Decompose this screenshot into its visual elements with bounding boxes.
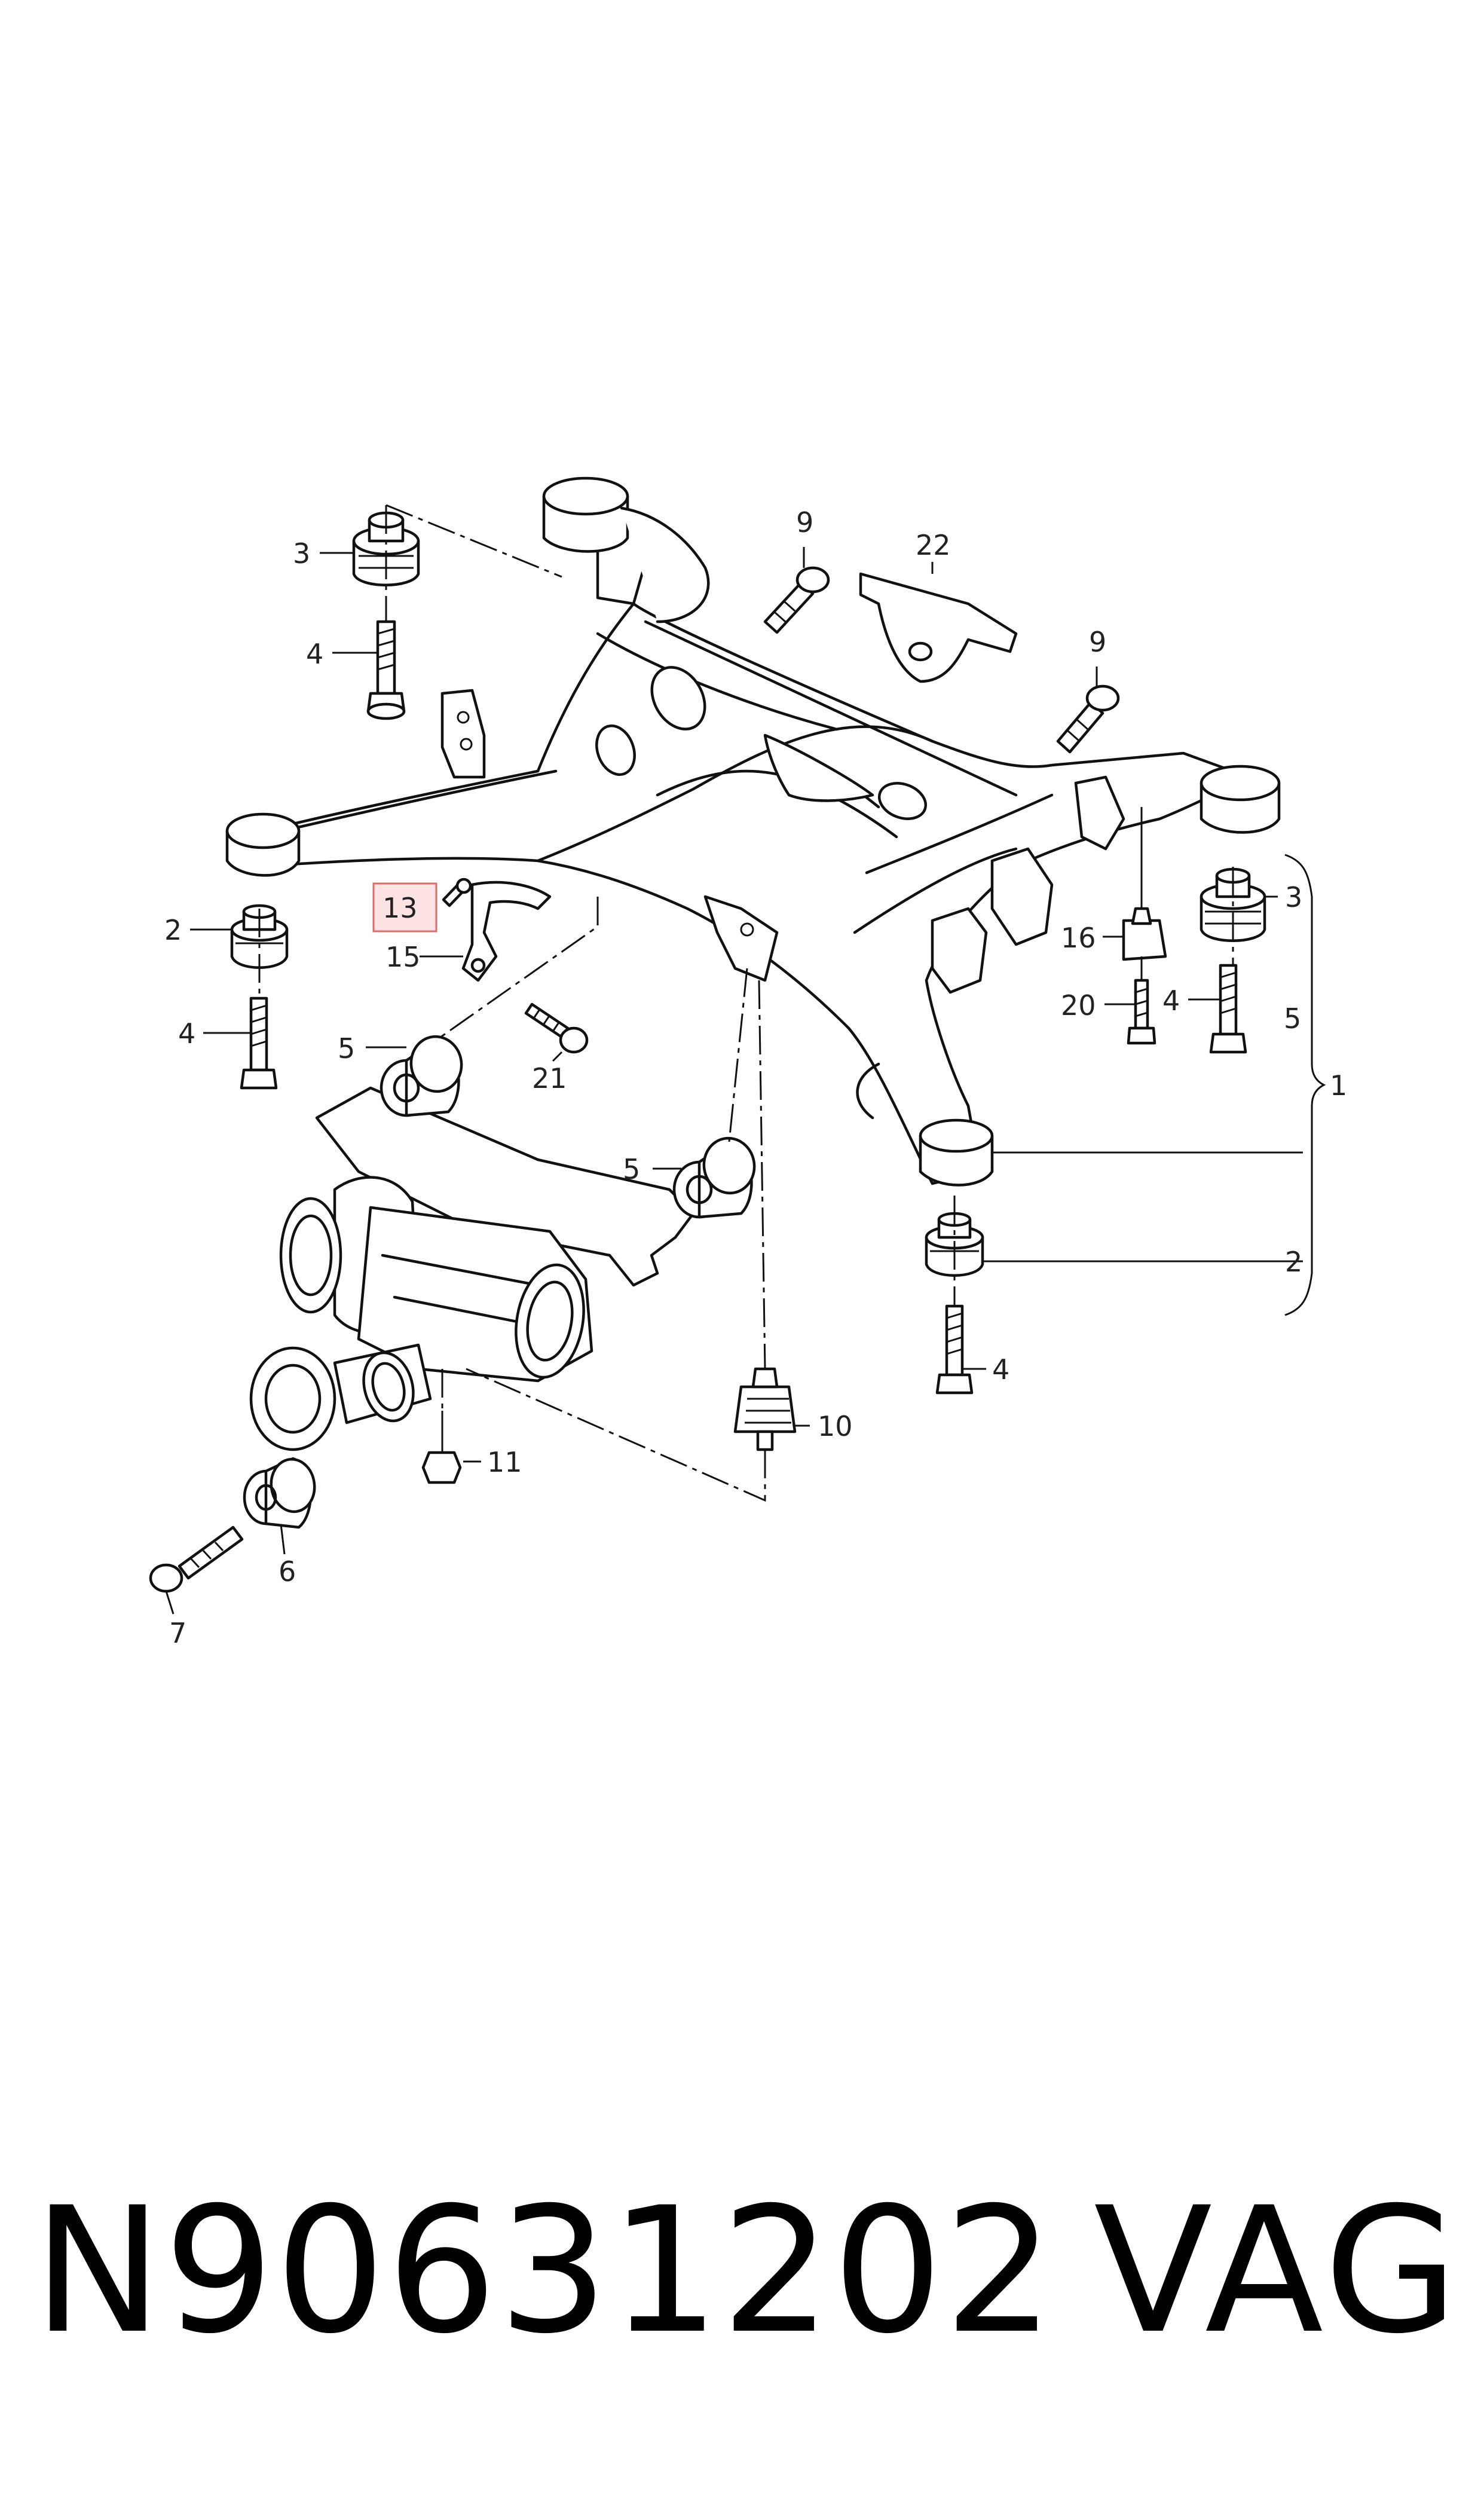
callout-4: 4	[178, 1017, 195, 1050]
callout-6: 6	[279, 1555, 296, 1588]
part-number: N90631202	[33, 2170, 1055, 2372]
callout-labels: 3 4 2 4 5 5 6 7 9 9 22 3 4 5 1 16 20 2 4…	[164, 506, 1347, 1649]
callout-15: 16	[1061, 922, 1096, 954]
bolt-21	[524, 1002, 589, 1054]
callout-5: 5	[1284, 1002, 1301, 1035]
brand-name: VAG	[1094, 2170, 1462, 2372]
callout-5: 5	[623, 1153, 640, 1185]
leader-lines	[165, 547, 1326, 1615]
clip-15	[1122, 807, 1167, 961]
bushing-5-left	[380, 1035, 463, 1117]
callout-20: 15	[385, 941, 421, 973]
callout-4: 4	[992, 1353, 1009, 1386]
callout-7: 7	[169, 1617, 186, 1649]
callout-22: 22	[916, 529, 951, 561]
bolt-13	[442, 878, 472, 907]
assembly-centerlines	[258, 504, 1234, 1502]
callout-4: 4	[1162, 985, 1180, 1017]
bolt-4-lower-right	[935, 1304, 974, 1395]
bolt-4-left	[240, 996, 278, 1090]
callout-9: 9	[1089, 626, 1106, 658]
bolt-16	[1127, 979, 1156, 1045]
bolt-9-right	[1056, 684, 1120, 754]
callout-3: 3	[293, 537, 310, 570]
bracket-20	[461, 881, 552, 982]
bolt-9-upper	[763, 566, 830, 634]
bolt-7	[149, 1526, 244, 1593]
bushing-5-middle	[672, 1136, 756, 1219]
rear-differential	[249, 1086, 695, 1451]
callout-16: 20	[1061, 989, 1096, 1022]
callout-13: 13	[383, 892, 418, 924]
callout-1: 1	[1330, 1069, 1347, 1102]
highlight-box-13	[372, 882, 437, 933]
callout-3: 3	[1285, 881, 1302, 913]
callout-4: 4	[306, 638, 323, 670]
subframe	[225, 476, 1281, 1187]
callout-2: 2	[1285, 1246, 1302, 1278]
callout-5: 5	[338, 1032, 355, 1065]
bolt-4-top-left	[366, 620, 406, 720]
callout-9: 9	[796, 506, 813, 539]
callout-10: 10	[818, 1410, 853, 1442]
exploded-parts-diagram: 3 4 2 4 5 5 6 7 9 9 22 3 4 5 1 16 20 2 4…	[149, 476, 1347, 1649]
callout-11: 11	[487, 1446, 522, 1478]
heat-shield-22	[859, 572, 1018, 683]
footer: N90631202 VAG	[0, 2176, 1484, 2367]
rubber-mount-10	[733, 1367, 797, 1451]
bolt-4-right	[1209, 964, 1247, 1054]
callout-2: 2	[164, 914, 182, 946]
bushing-6	[243, 1457, 316, 1529]
callout-21: 21	[532, 1062, 567, 1095]
